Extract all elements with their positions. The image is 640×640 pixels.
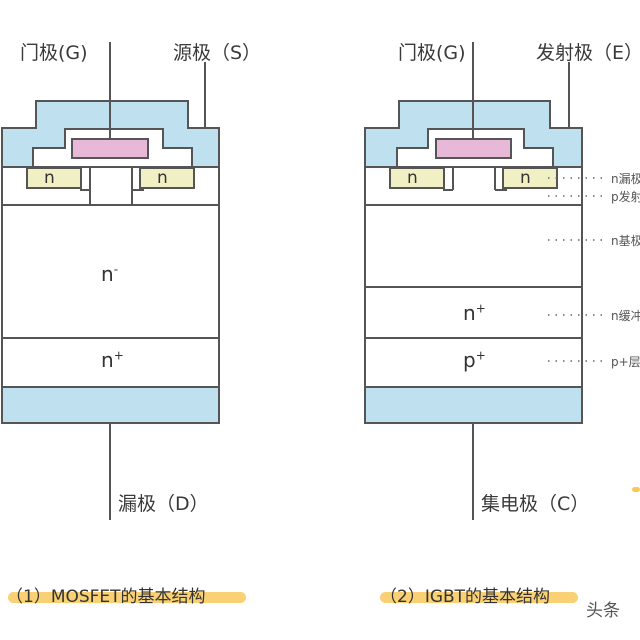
mosfet-n-well-right bbox=[139, 167, 195, 189]
igbt-p-plus-layer bbox=[364, 337, 583, 388]
igbt-caption: （2）IGBT的基本结构 bbox=[380, 587, 551, 607]
igbt-p-plus-label: p+ bbox=[463, 348, 486, 372]
igbt-n-base-layer bbox=[364, 204, 583, 288]
mosfet-caption: （1）MOSFET的基本结构 bbox=[6, 587, 206, 607]
annotation-p-plus: p+层 bbox=[611, 355, 640, 369]
mosfet-n-right-label: n bbox=[157, 168, 168, 188]
mosfet-n-well-left bbox=[26, 167, 82, 189]
mosfet-n-minus-label: n- bbox=[101, 262, 119, 286]
mosfet-n-minus-layer bbox=[1, 204, 220, 339]
mosfet-gate-label: 门极(G) bbox=[20, 42, 88, 64]
mosfet-drain-label: 漏极（D） bbox=[118, 493, 209, 515]
annotation-n-buffer: n缓冲 bbox=[611, 309, 640, 323]
mosfet-source-label: 源极（S） bbox=[173, 42, 262, 64]
igbt-collector-metal bbox=[364, 386, 583, 424]
mosfet-n-plus-layer bbox=[1, 337, 220, 388]
mosfet-n-left-label: n bbox=[44, 168, 55, 188]
side-accent bbox=[632, 487, 640, 492]
mosfet-drain-metal bbox=[1, 386, 220, 424]
igbt-n-right-label: n bbox=[520, 168, 531, 188]
mosfet-n-plus-label: n+ bbox=[101, 348, 124, 372]
igbt-gate-label: 门极(G) bbox=[398, 42, 466, 64]
mosfet-caption-highlight bbox=[8, 592, 246, 603]
igbt-n-well-left bbox=[389, 167, 445, 189]
watermark: 头条 bbox=[586, 601, 620, 621]
igbt-caption-highlight bbox=[380, 592, 578, 603]
annotation-n-drain: n漏极 bbox=[611, 172, 640, 186]
annotation-n-base: n基极 bbox=[611, 234, 640, 248]
annotation-p-emitter: p发射 bbox=[611, 190, 640, 204]
igbt-annotation-column: n漏极 p发射 n基极 n缓冲 p+层 bbox=[611, 168, 640, 408]
igbt-collector-label: 集电极（C） bbox=[481, 493, 590, 515]
igbt-n-plus-label: n+ bbox=[463, 301, 486, 325]
igbt-emitter-label: 发射极（E） bbox=[536, 42, 640, 64]
igbt-gate-electrode bbox=[435, 138, 512, 159]
mosfet-gate-electrode bbox=[71, 138, 149, 159]
igbt-n-plus-buffer bbox=[364, 286, 583, 339]
igbt-n-left-label: n bbox=[407, 168, 418, 188]
